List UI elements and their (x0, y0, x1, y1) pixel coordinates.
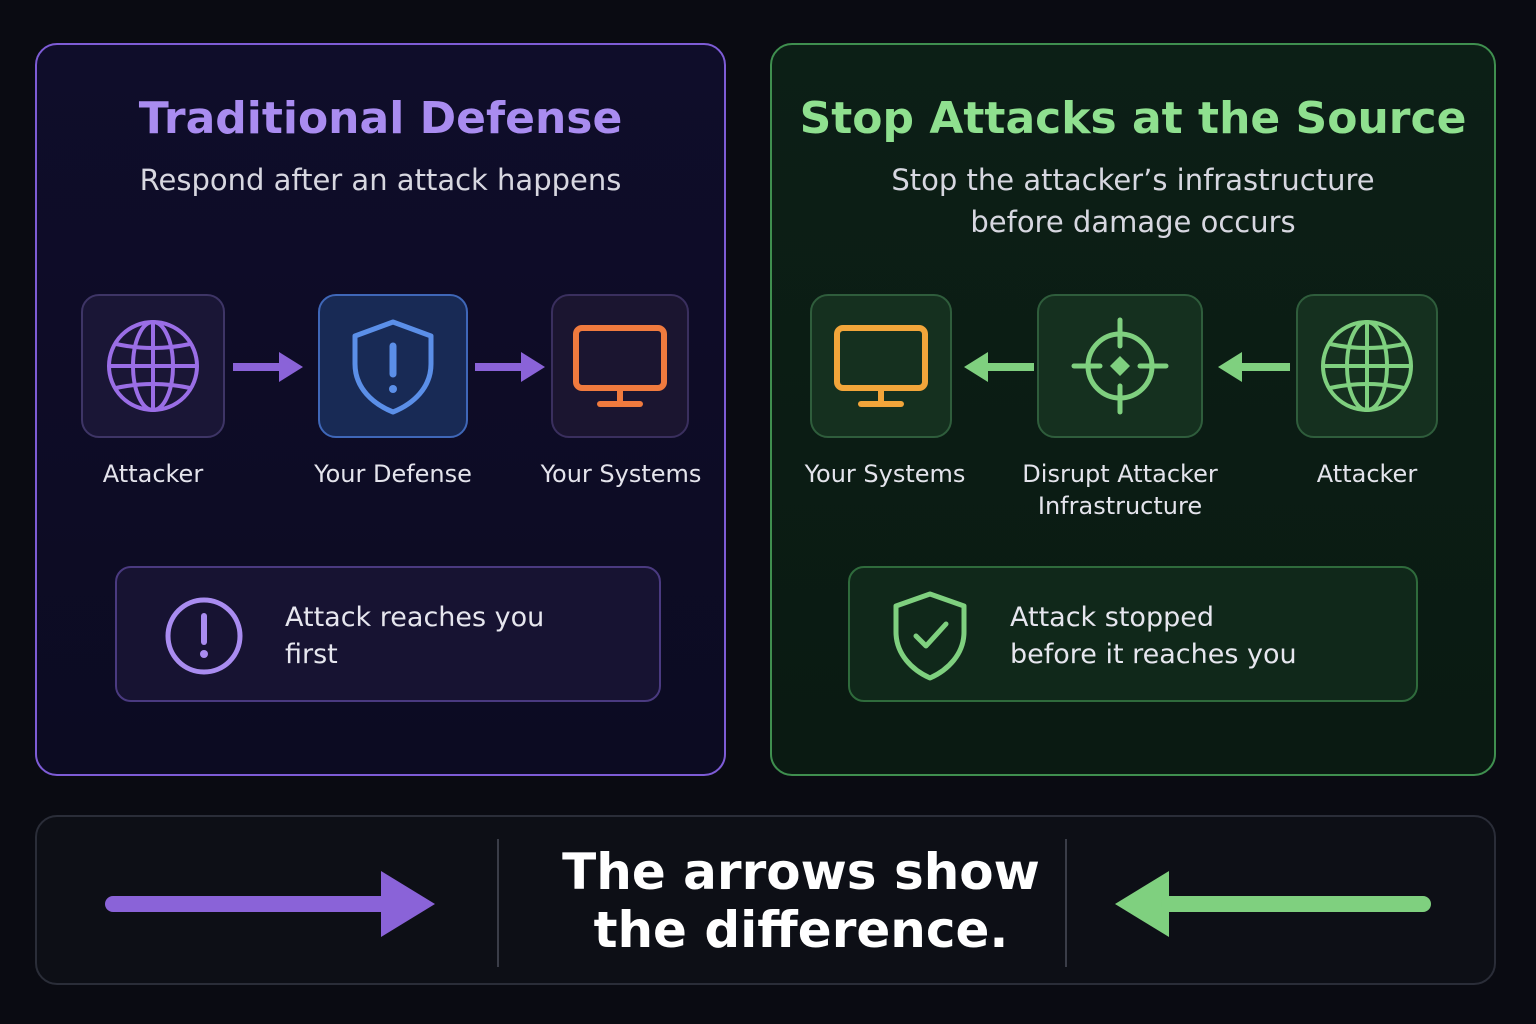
right-attacker-label: Attacker (1316, 460, 1418, 488)
left-panel-subtitle: Respond after an attack happens (139, 163, 622, 197)
right-panel-subtitle: Stop the attacker’s infrastructure befor… (772, 159, 1494, 243)
left-callout-line1: Attack reaches you (285, 602, 545, 633)
right-callout-line1: Attack stopped (1010, 602, 1214, 633)
left-callout-line2: first (285, 639, 338, 670)
monitor-icon (834, 325, 928, 407)
arrow-left-icon (964, 352, 1034, 382)
alert-circle-icon (165, 597, 243, 675)
left-systems-label: Your Systems (540, 460, 702, 488)
bottom-message-line1: The arrows show (562, 843, 1040, 901)
stop-at-source-panel: Stop Attacks at the Source Stop the atta… (770, 43, 1496, 776)
monitor-icon (573, 325, 667, 407)
right-attacker-node (1296, 294, 1438, 438)
right-subtitle-line1: Stop the attacker’s infrastructure (891, 163, 1375, 197)
arrow-left-icon (1218, 352, 1290, 382)
long-arrow-right-icon (105, 871, 435, 937)
right-systems-label: Your Systems (804, 460, 966, 488)
left-attacker-label: Attacker (102, 460, 204, 488)
arrow-right-icon (233, 352, 303, 382)
right-callout: Attack stopped before it reaches you (848, 566, 1418, 702)
left-defense-label: Your Defense (314, 460, 472, 488)
bottom-summary-bar: The arrows show the difference. (35, 815, 1496, 985)
globe-icon (107, 320, 199, 412)
arrow-right-icon (475, 352, 545, 382)
right-subtitle-line2: before damage occurs (970, 205, 1296, 239)
bottom-message-line2: the difference. (593, 901, 1009, 959)
left-callout: Attack reaches you first (115, 566, 661, 702)
left-systems-node (551, 294, 689, 438)
right-callout-line2: before it reaches you (1010, 639, 1297, 670)
bottom-divider-left (497, 839, 499, 967)
shield-check-icon (893, 591, 967, 681)
long-arrow-left-icon (1115, 871, 1431, 937)
bottom-message: The arrows show the difference. (499, 843, 1103, 959)
left-panel-title: Traditional Defense (138, 93, 623, 144)
left-attacker-node (81, 294, 225, 438)
traditional-defense-panel: Traditional Defense Respond after an att… (35, 43, 726, 776)
shield-alert-icon (352, 319, 434, 415)
right-disrupt-label: Disrupt Attacker Infrastructure (1000, 458, 1240, 522)
crosshair-icon (1071, 317, 1169, 415)
disrupt-label-line1: Disrupt Attacker (1022, 460, 1218, 488)
globe-icon (1321, 320, 1413, 412)
right-disrupt-node (1037, 294, 1203, 438)
left-defense-node (318, 294, 468, 438)
disrupt-label-line2: Infrastructure (1037, 492, 1203, 520)
bottom-divider-right (1065, 839, 1067, 967)
right-panel-title: Stop Attacks at the Source (799, 93, 1467, 144)
right-systems-node (810, 294, 952, 438)
